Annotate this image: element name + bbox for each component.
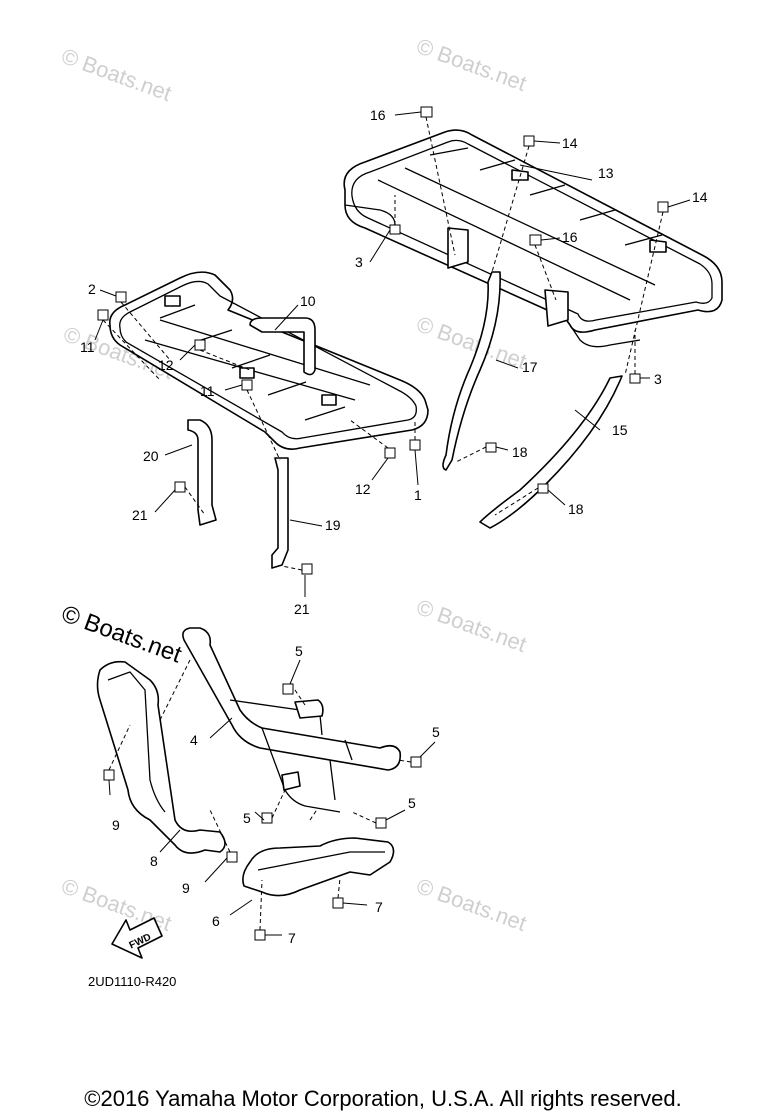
callout-3: 3: [355, 254, 363, 270]
callout-5: 5: [295, 643, 303, 659]
callout-5: 5: [432, 724, 440, 740]
side-panel-8: [96, 660, 226, 854]
callout-18: 18: [512, 444, 528, 460]
callout-17: 17: [522, 359, 538, 375]
watermark: Boats.net: [434, 41, 530, 96]
callout-18: 18: [568, 501, 584, 517]
callout-7: 7: [375, 899, 383, 915]
callout-14: 14: [692, 189, 708, 205]
callout-13: 13: [598, 165, 614, 181]
callout-2: 2: [88, 281, 96, 297]
side-panel-8-detail: [107, 671, 166, 813]
parts-diagram: ©Boats.net ©Boats.net ©Boats.net ©Boats.…: [58, 33, 723, 989]
callout-15: 15: [612, 422, 628, 438]
watermark: Boats.net: [79, 51, 175, 106]
front-stay-19: [271, 457, 289, 569]
callout-5: 5: [243, 810, 251, 826]
callout-10: 10: [300, 293, 316, 309]
callout-16: 16: [370, 107, 386, 123]
callout-21: 21: [294, 601, 310, 617]
callout-6: 6: [212, 913, 220, 929]
rear-stay-17: [442, 271, 501, 471]
front-guard: [182, 627, 402, 813]
leader-lines: [94, 111, 691, 936]
callout-8: 8: [150, 853, 158, 869]
watermark-symbol: ©: [58, 600, 84, 632]
callout-12: 12: [355, 481, 371, 497]
watermark-symbol: ©: [58, 43, 82, 72]
front-stay-20: [187, 419, 217, 526]
callout-21: 21: [132, 507, 148, 523]
callout-9: 9: [112, 817, 120, 833]
diagram-code: 2UD1110-R420: [88, 974, 176, 989]
callout-9: 9: [182, 880, 190, 896]
watermark: Boats.net: [434, 881, 530, 936]
callout-20: 20: [143, 448, 159, 464]
callout-1: 1: [414, 487, 422, 503]
skid-plate-6: [242, 837, 395, 897]
callout-12: 12: [158, 357, 174, 373]
watermark-symbol: ©: [60, 321, 84, 350]
callout-11: 11: [80, 339, 95, 355]
watermark-symbol: ©: [58, 873, 82, 902]
callout-11: 11: [200, 383, 215, 399]
watermark-symbol: ©: [413, 594, 437, 623]
watermark: Boats.net: [81, 608, 186, 668]
rear-carrier: [343, 129, 723, 348]
watermark-symbol: ©: [413, 873, 437, 902]
watermark-symbol: ©: [413, 33, 437, 62]
watermark: Boats.net: [434, 602, 530, 657]
copyright-footer: ©2016 Yamaha Motor Corporation, U.S.A. A…: [84, 1086, 682, 1111]
callout-7: 7: [288, 930, 296, 946]
rear-stay-15: [479, 375, 623, 529]
callout-19: 19: [325, 517, 341, 533]
skid-plate-6-detail: [257, 851, 385, 871]
front-carrier: [108, 271, 429, 450]
callouts: 16 14 13 14 16 3 3 17 15 18 18 2 11 10 1…: [80, 107, 708, 946]
callout-4: 4: [190, 732, 198, 748]
callout-16: 16: [562, 229, 578, 245]
callout-14: 14: [562, 135, 578, 151]
watermark-symbol: ©: [413, 311, 437, 340]
callout-5: 5: [408, 795, 416, 811]
callout-3: 3: [654, 371, 662, 387]
